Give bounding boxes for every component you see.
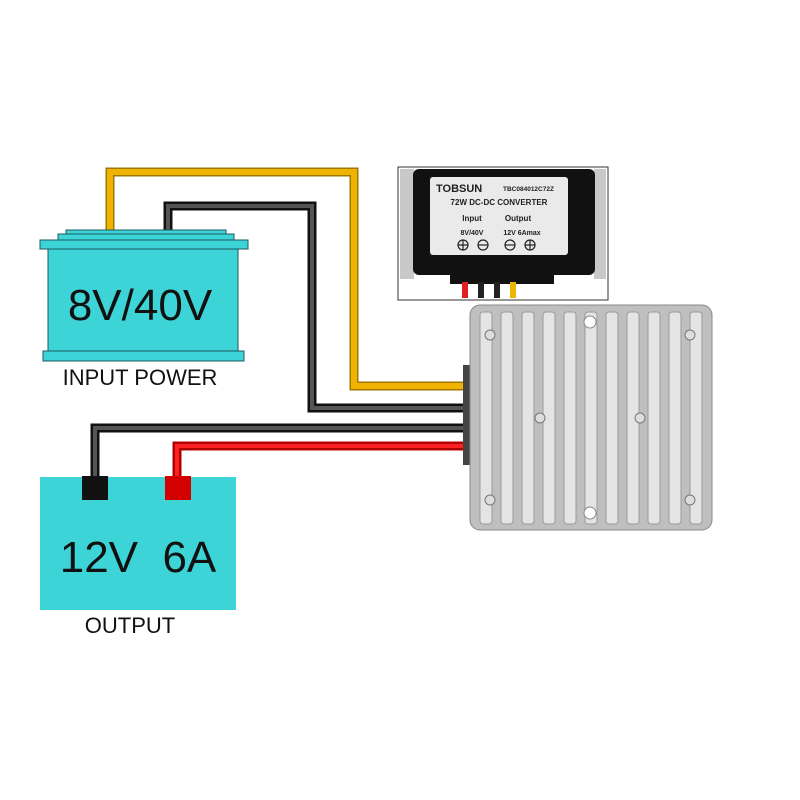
heatsink-fin <box>521 311 535 525</box>
plus-icon <box>457 239 469 251</box>
plus-icon <box>524 239 536 251</box>
heatsink-fin <box>584 311 598 525</box>
converter-housing <box>463 304 713 531</box>
input-power-caption: INPUT POWER <box>63 365 218 390</box>
heatsink-fin <box>479 311 493 525</box>
heatsink-fin <box>647 311 661 525</box>
wires <box>90 167 472 480</box>
input-voltage-text: 8V/40V <box>68 281 213 330</box>
heatsink-fin <box>668 311 682 525</box>
output-battery <box>40 477 236 610</box>
input-power-battery <box>39 229 249 362</box>
output-rating-text: 12V 6A <box>60 533 217 582</box>
minus-icon <box>504 239 516 251</box>
converter-label-inset: TOBSUN TBC084012C72Z 72W DC-DC CONVERTER… <box>397 166 609 301</box>
output-positive-wire <box>172 441 472 480</box>
heatsink-fin <box>605 311 619 525</box>
label-brand: TOBSUN <box>436 183 482 195</box>
minus-icon <box>477 239 489 251</box>
label-input-range: 8V/40V <box>461 230 484 237</box>
label-title: 72W DC-DC CONVERTER <box>451 198 548 207</box>
heatsink-fin <box>500 311 514 525</box>
heatsink-fin <box>563 311 577 525</box>
negative-terminal <box>82 476 108 500</box>
positive-terminal <box>165 476 191 500</box>
heatsink-fin <box>689 311 703 525</box>
label-model: TBC084012C72Z <box>503 186 554 193</box>
label-output-range: 12V 6Amax <box>503 230 540 237</box>
label-input-heading: Input <box>462 214 482 223</box>
label-output-heading: Output <box>505 214 532 223</box>
output-caption: OUTPUT <box>85 613 175 638</box>
output-negative-wire <box>90 423 472 480</box>
